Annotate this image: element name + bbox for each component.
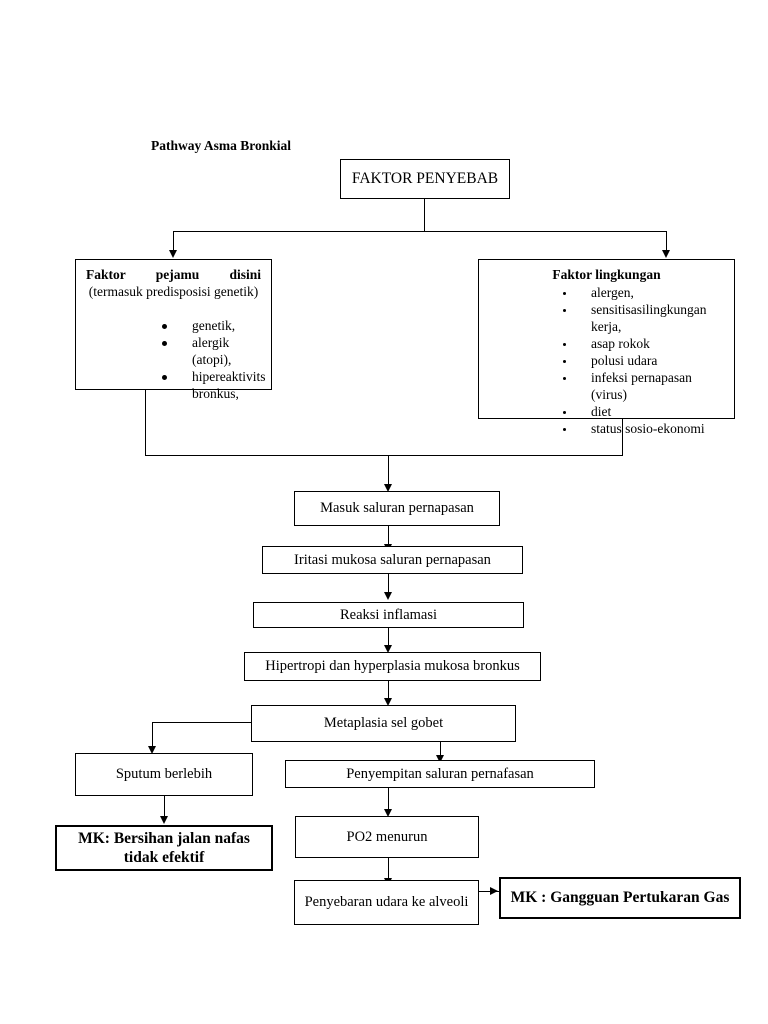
page-title: Pathway Asma Bronkial [151,138,292,153]
connector-merge [145,455,623,456]
faktor-lingkungan-title: Faktor lingkungan [552,267,661,282]
node-po2-menurun[interactable]: PO2 menurun [295,816,479,858]
connector-to-pejamu [173,231,174,251]
arrow-to-mk-gangguan-icon [490,887,498,895]
connector-lingkungan-down [622,419,623,456]
list-item: diet [561,403,726,420]
node-metaplasia[interactable]: Metaplasia sel gobet [251,705,516,742]
connector-hipertropi-metaplasia [388,681,389,699]
faktor-pejamu-title: Faktor pejamu disini [86,267,261,282]
list-item: polusi udara [561,352,726,369]
arrow-to-lingkungan-icon [662,250,670,258]
node-sputum-berlebih[interactable]: Sputum berlebih [75,753,253,796]
list-item-mid: lingkungan [645,302,707,317]
connector-sputum-mk [164,796,165,817]
list-item: alergen, [561,284,726,301]
node-hipertropi[interactable]: Hipertropi dan hyperplasia mukosa bronku… [244,652,541,681]
arrow-to-hipertropi-icon [384,645,392,653]
connector-penyebaran-mk [479,891,499,892]
list-item: infeksi pernapasan (virus) [561,369,726,403]
connector-to-lingkungan [666,231,667,251]
connector-po2-penyebaran [388,858,389,879]
box-faktor-lingkungan[interactable]: Faktor lingkungan alergen, sensitisasili… [478,259,735,436]
node-mk-gangguan-pertukaran-gas[interactable]: MK : Gangguan Pertukaran Gas [499,877,741,919]
connector-metaplasia-elbow-v [152,722,153,747]
list-item: genetik, [162,317,263,334]
faktor-pejamu-subtitle: (termasuk predisposisi genetik) [88,284,259,299]
connector-reaksi-hipertropi [388,628,389,646]
node-mk-bersihan-jalan-nafas[interactable]: MK: Bersihan jalan nafas tidak efektif [55,825,273,871]
arrow-to-po2-icon [384,809,392,817]
connector-penyempitan-po2 [388,788,389,810]
node-masuk-saluran[interactable]: Masuk saluran pernapasan [294,491,500,526]
list-item-head: sensitisasi [591,302,646,317]
list-item: asap rokok [561,335,726,352]
node-penyebaran-udara[interactable]: Penyebaran udara ke alveoli [294,880,479,925]
connector-metaplasia-elbow-h [152,722,251,723]
arrow-to-reaksi-icon [384,592,392,600]
connector-penyebab-stem [424,199,425,232]
arrow-to-mk-bersihan-icon [160,816,168,824]
arrow-to-masuk-icon [384,484,392,492]
connector-iritasi-reaksi [388,574,389,593]
arrow-to-penyempitan-icon [436,755,444,763]
node-reaksi-inflamasi[interactable]: Reaksi inflamasi [253,602,524,628]
list-item: hipereaktivits bronkus, [162,368,265,402]
connector-metaplasia-penyempitan [440,742,441,756]
list-item: alergik (atopi), [162,334,263,368]
node-iritasi-mukosa[interactable]: Iritasi mukosa saluran pernapasan [262,546,523,574]
node-penyempitan[interactable]: Penyempitan saluran pernafasan [285,760,595,788]
faktor-pejamu-list: genetik, alergik (atopi), hipereaktivits… [162,317,265,402]
arrow-to-pejamu-icon [169,250,177,258]
faktor-lingkungan-list: alergen, sensitisasilingkungan kerja, asa… [561,284,726,437]
connector-merge-stem [388,455,389,485]
list-item-tail: kerja, [591,319,622,334]
connector-penyebab-split [173,231,666,232]
connector-pejamu-down [145,390,146,456]
connector-masuk-iritasi [388,526,389,545]
list-item: status sosio-ekonomi [561,420,726,437]
node-faktor-penyebab[interactable]: FAKTOR PENYEBAB [340,159,510,199]
arrow-to-metaplasia-icon [384,698,392,706]
list-item: sensitisasilingkungan kerja, [561,301,726,335]
box-faktor-pejamu[interactable]: Faktor pejamu disini (termasuk predispos… [75,259,272,401]
arrow-to-sputum-icon [148,746,156,754]
